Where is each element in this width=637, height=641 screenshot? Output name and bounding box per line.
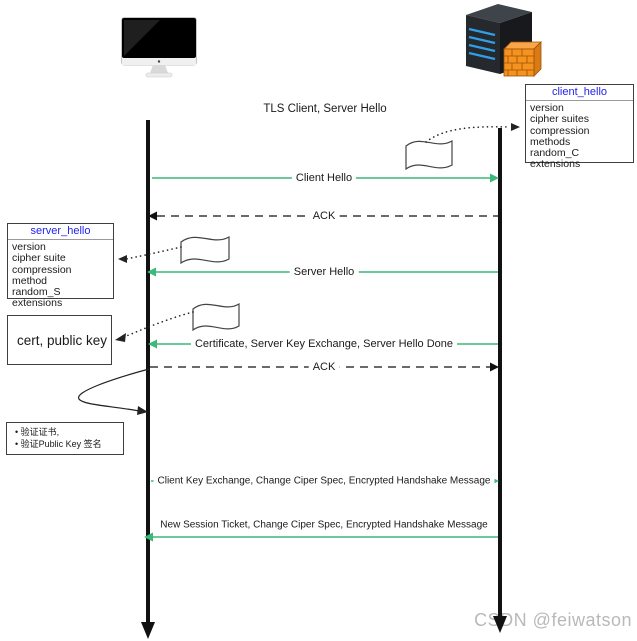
diagram-title: TLS Client, Server Hello (263, 103, 387, 115)
note-item: random_S (12, 286, 61, 299)
wavy-document-icon (192, 302, 240, 332)
wavy-document-icon (180, 235, 230, 265)
dotted-connector-to-client-hello-note (425, 125, 511, 143)
label-ack-1: ACK (308, 210, 340, 222)
firewall-icon (503, 41, 542, 77)
note-item: cipher suite (12, 252, 66, 265)
note-item: 验证Public Key 签名 (15, 438, 121, 450)
dotted-connector-to-server-hello-note (125, 246, 182, 260)
note-item: random_C (530, 147, 580, 160)
wavy-document-icon (405, 139, 453, 171)
firewall-brick-lines (504, 49, 534, 76)
label-client-hello: Client Hello (291, 172, 357, 184)
note-title: client_hello (526, 85, 633, 101)
curved-loop-arrow (78, 368, 150, 415)
message-arrow-new-session-ticket (144, 532, 498, 542)
note-item: cipher suites (530, 113, 589, 126)
watermark: CSDN @feiwatson (474, 610, 632, 630)
server-hello-note: server_hello version cipher suite compre… (7, 223, 114, 309)
note-title: server_hello (8, 224, 113, 240)
note-item: extensions (530, 158, 581, 171)
label-ack-2: ACK (308, 361, 340, 373)
server-led-stripes (468, 27, 496, 61)
note-item: compression methods (530, 124, 590, 148)
note-item: extensions (12, 297, 63, 310)
dotted-connector-arrowhead (118, 255, 127, 263)
note-text: cert, public key (17, 332, 108, 348)
client-lifeline (141, 120, 155, 639)
label-client-key-exchange: Client Key Exchange, Change Ciper Spec, … (153, 475, 495, 487)
label-server-hello: Server Hello (289, 266, 359, 278)
label-certificate: Certificate, Server Key Exchange, Server… (190, 338, 458, 350)
note-item: 验证证书, (15, 426, 121, 438)
note-item: version (530, 102, 564, 114)
dotted-connector-to-cert-note (123, 311, 194, 338)
monitor-icon (121, 17, 197, 78)
label-new-session-ticket: New Session Ticket, Change Ciper Spec, E… (156, 519, 492, 531)
server-lifeline (493, 128, 507, 633)
note-item: compression method (12, 263, 72, 287)
dotted-connector-arrowhead (511, 123, 520, 131)
cert-note: cert, public key (7, 315, 112, 365)
verify-note: 验证证书, 验证Public Key 签名 (6, 422, 124, 455)
note-item: version (12, 241, 46, 253)
client-hello-note: client_hello version cipher suites compr… (525, 84, 634, 170)
dotted-connector-arrowhead (115, 333, 126, 342)
